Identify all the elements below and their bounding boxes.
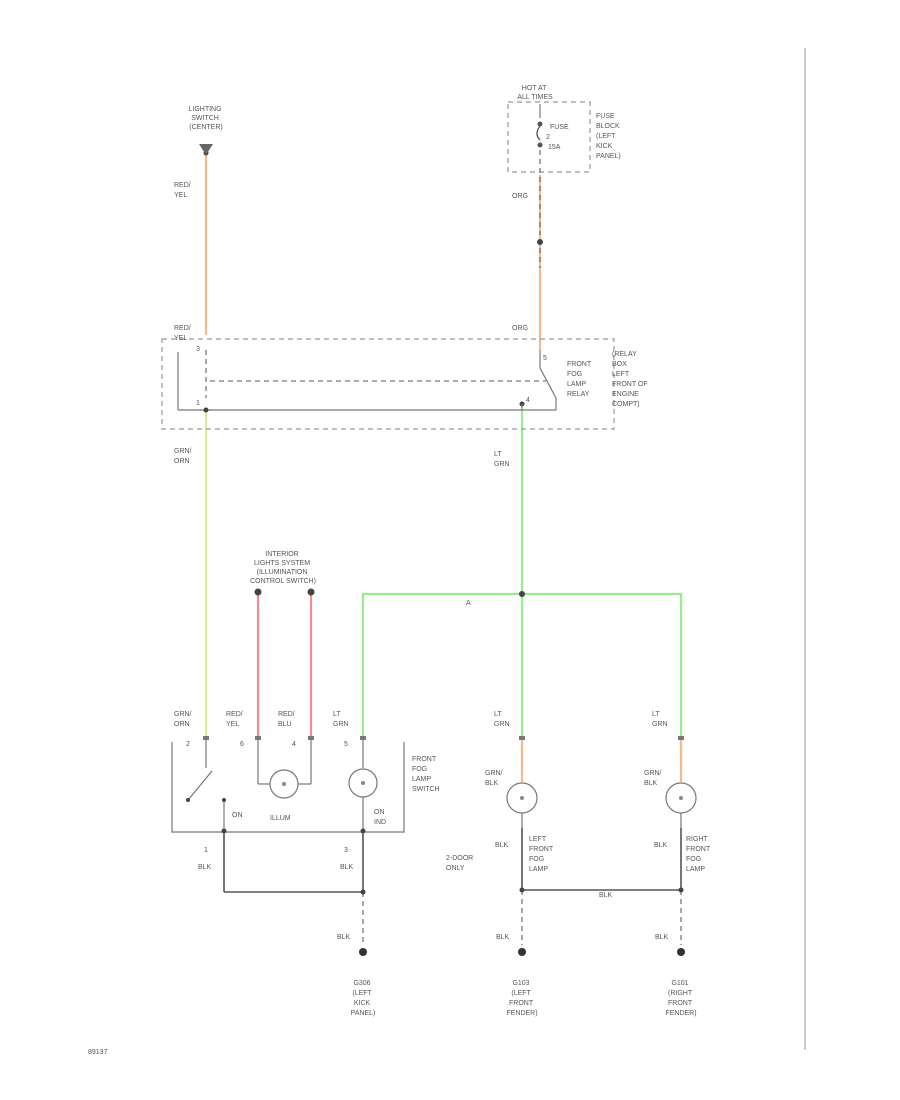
two-door-label: 2-DOOR ONLY [446, 855, 475, 872]
left-fog-lamp-icon [506, 782, 538, 828]
g-left-blk-label: BLK [337, 934, 351, 941]
right-lamp-pin-label: GRN/ BLK [644, 770, 663, 787]
left-lamp-label: LEFT FRONT FOG LAMP [529, 836, 555, 873]
ground-g-right-icon [677, 948, 685, 956]
colored-wires [204, 155, 683, 782]
jumper-label: BLK [599, 892, 613, 899]
switch-pin-3: 3 [344, 847, 348, 854]
lighting-switch-label: LIGHTING SWITCH (CENTER) [188, 106, 223, 131]
left-lamp-wire-label: LT GRN [494, 711, 510, 728]
fuse-block-box [507, 101, 591, 173]
relay-label: FRONT FOG LAMP RELAY [567, 361, 593, 398]
left-lamp-pin-label: GRN/ BLK [485, 770, 504, 787]
ground-wiring [221, 828, 684, 945]
splice-label: A [466, 600, 471, 607]
wire-label-red-yel-relay: RED/ YEL [174, 325, 193, 342]
sw-gnd-label-1: BLK [198, 864, 212, 871]
switch-pin-2: 2 [186, 741, 190, 748]
ground-g-left-label: G306 (LEFT KICK PANEL) [351, 980, 376, 1017]
sw-gnd-label-2: BLK [340, 864, 354, 871]
relay-location-label: (RELAY BOX LEFT FRONT OF ENGINE COMPT) [612, 351, 650, 408]
sw-wire-label-red-yel: RED/ YEL [226, 711, 245, 728]
switch-illum-label: ILLUM [270, 815, 291, 822]
labels: LIGHTING SWITCH (CENTER) HOT AT ALL TIME… [88, 85, 712, 1056]
right-lamp-gnd-label: BLK [654, 842, 668, 849]
switch-pin-6: 6 [240, 741, 244, 748]
relay-box [161, 338, 615, 430]
hot-at-all-times-label: HOT AT ALL TIMES [517, 85, 553, 101]
connector-pins [203, 736, 684, 740]
splice-dot [519, 591, 525, 597]
relay-pin-3: 3 [196, 346, 200, 353]
lighting-switch-connector-icon [199, 144, 213, 155]
switch-pin-1: 1 [204, 847, 208, 854]
wire-label-lt-grn: LT GRN [494, 451, 510, 468]
fuse-block-label: FUSE BLOCK (LEFT KICK PANEL) [596, 113, 622, 160]
ground-g-left-icon [359, 948, 367, 956]
sw-wire-label-red-blu: RED/ BLU [278, 711, 297, 728]
wire-label-red-yel-upper: RED/ YEL [174, 182, 193, 199]
ground-g-right-label: G101 (RIGHT FRONT FENDER) [665, 980, 696, 1017]
illum-connector-dot-1 [254, 588, 262, 596]
wire-label-org-upper: ORG [512, 193, 528, 200]
switch-on-ind-label: ON IND [374, 809, 386, 826]
org-connector-dot [537, 239, 543, 245]
footer-code: 89137 [88, 1049, 108, 1056]
relay-pin-5: 5 [543, 355, 547, 362]
relay-pin-1: 1 [196, 400, 200, 407]
fuse-label: FUSE 2 15A [546, 124, 571, 151]
wire-label-org-relay: ORG [512, 325, 528, 332]
relay-internals [177, 350, 557, 413]
sw-wire-label-grn: GRN/ ORN [174, 711, 193, 728]
interior-lights-label: INTERIOR LIGHTS SYSTEM (ILLUMINATION CON… [250, 551, 316, 585]
switch-pin-5: 5 [344, 741, 348, 748]
right-lamp-wire-label: LT GRN [652, 711, 668, 728]
right-fog-lamp-icon [665, 782, 697, 828]
relay-pin-4: 4 [526, 397, 530, 404]
illum-connector-dot-2 [307, 588, 315, 596]
switch-pin-4: 4 [292, 741, 296, 748]
sw-wire-label-lt-grn: LT GRN [333, 711, 349, 728]
fog-lamp-switch-body [171, 740, 405, 833]
wire-lt-grn-right-branch [522, 592, 683, 738]
g-right-blk-label: BLK [655, 934, 669, 941]
ground-g-mid-label: G103 (LEFT FRONT FENDER) [506, 980, 537, 1017]
right-lamp-label: RIGHT FRONT FOG LAMP [686, 836, 712, 873]
fuse-icon [536, 104, 543, 268]
wire-label-grn-orn: GRN/ ORN [174, 448, 193, 465]
ground-g-mid-icon [518, 948, 526, 956]
left-lamp-gnd-label: BLK [495, 842, 509, 849]
switch-on-label: ON [232, 812, 243, 819]
wire-lt-grn-left-branch [361, 592, 522, 738]
g-mid-blk-label: BLK [496, 934, 510, 941]
switch-label: FRONT FOG LAMP SWITCH [412, 756, 440, 793]
